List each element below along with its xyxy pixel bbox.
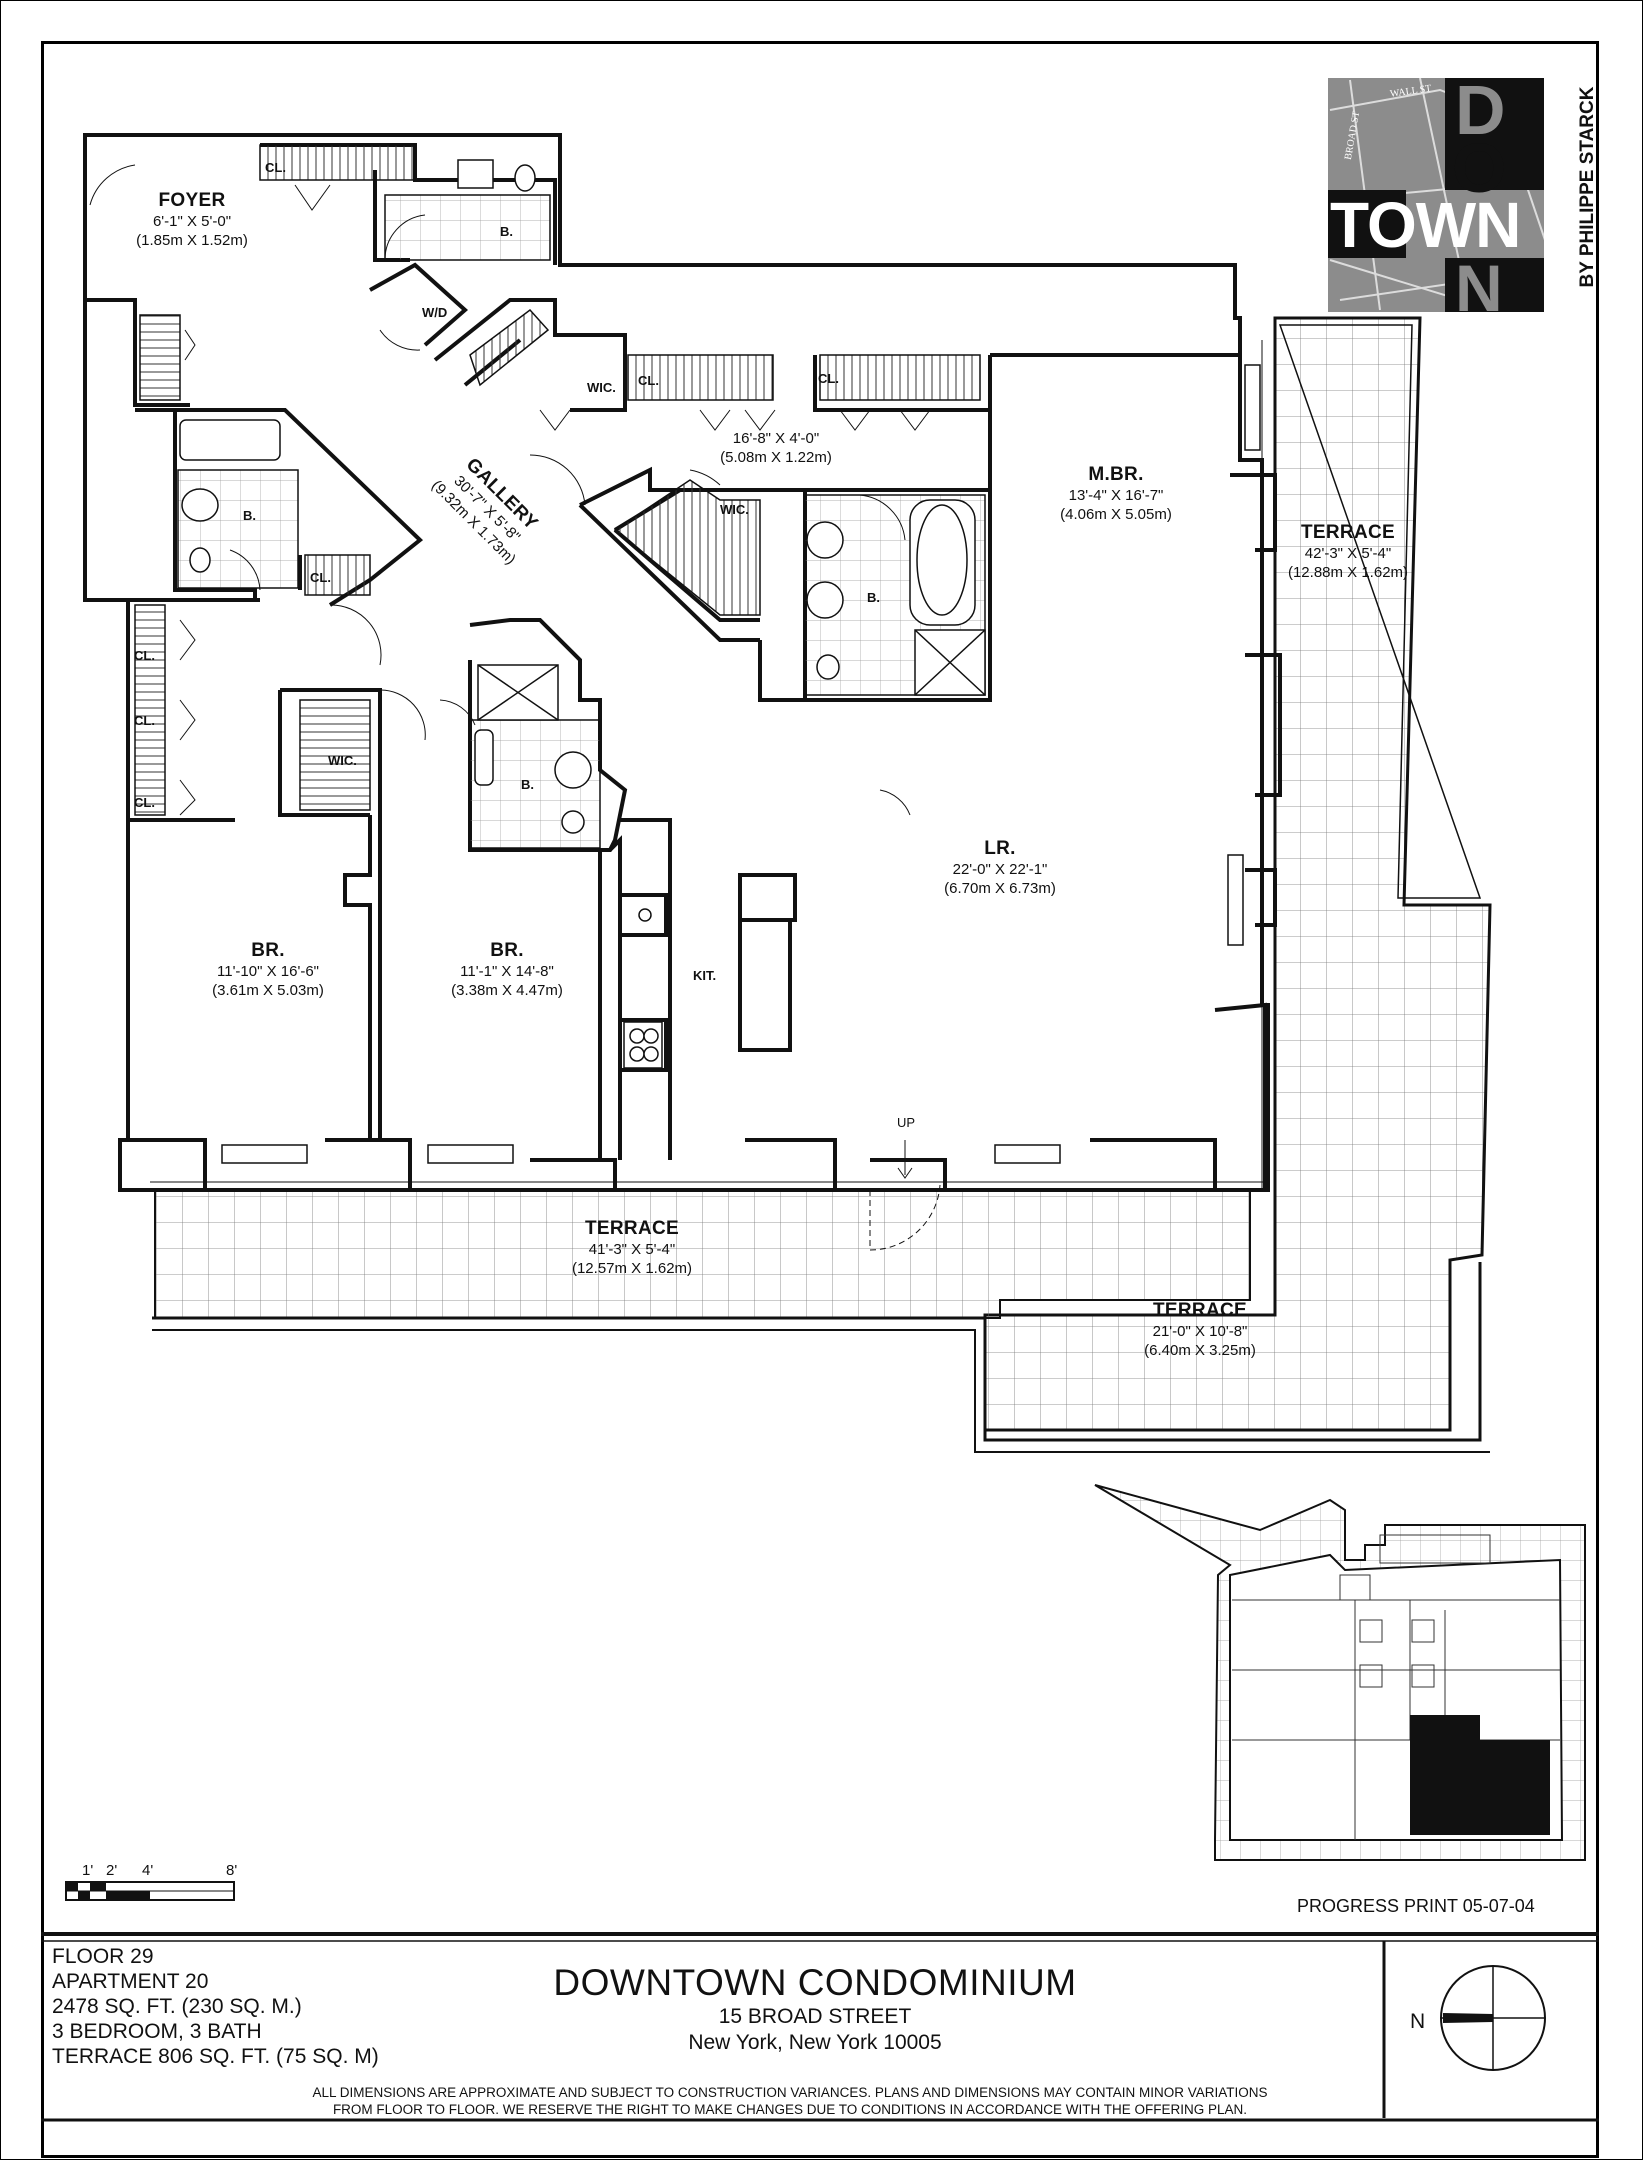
logo-graphic	[1328, 77, 1546, 313]
terrace-east	[983, 316, 1492, 1432]
room-dim-imperial: 16'-8" X 4'-0"	[732, 430, 820, 447]
logo-letter-n: N	[1455, 251, 1503, 325]
label-closet-top: CL.	[265, 160, 286, 175]
scale-tick-2: 2'	[106, 1862, 118, 1879]
room-dim-imperial: 13'-4" X 16'-7"	[1068, 487, 1164, 504]
label-closet-left-small: CL.	[310, 570, 331, 585]
logo-letter-o: O	[1452, 129, 1507, 207]
label-closet-mid-1: CL.	[638, 373, 659, 388]
apartment-outline	[83, 133, 1270, 1192]
room-terrace-east: TERRACE 42'-3" X 5'-4" (12.88m X 1.62m)	[1288, 522, 1408, 582]
room-dim-metric: (12.88m X 1.62m)	[1287, 564, 1409, 581]
unit-area: 2478 SQ. FT. (230 SQ. M.)	[52, 1995, 302, 2018]
room-terrace-southeast: TERRACE 21'-0" X 10'-8" (6.40m X 3.25m)	[1144, 1300, 1256, 1360]
label-bath-bedroom: B.	[521, 777, 534, 792]
room-name: BR.	[490, 940, 524, 961]
label-wic-top: WIC.	[587, 380, 616, 395]
room-foyer: FOYER 6'-1" X 5'-0" (1.85m X 1.52m)	[136, 190, 248, 250]
scale-tick-8: 8'	[226, 1862, 238, 1879]
label-closet-left-3: CL.	[134, 795, 155, 810]
compass	[1440, 1965, 1546, 2071]
room-dim-imperial: 42'-3" X 5'-4"	[1304, 545, 1392, 562]
label-kitchen: KIT.	[693, 968, 717, 983]
label-closet-left-1: CL.	[134, 648, 155, 663]
label-washer-dryer: W/D	[422, 305, 448, 320]
room-dim-imperial: 41'-3" X 5'-4"	[588, 1241, 676, 1258]
room-name: BR.	[251, 940, 285, 961]
fixtures	[179, 159, 986, 1069]
disclaimer-line-1: ALL DIMENSIONS ARE APPROXIMATE AND SUBJE…	[312, 2085, 1268, 2100]
room-dim-metric: (3.38m X 4.47m)	[451, 982, 563, 999]
unit-info: FLOOR 29 APARTMENT 20 2478 SQ. FT. (230 …	[52, 1944, 379, 2069]
room-dim-metric: (3.61m X 5.03m)	[212, 982, 324, 999]
label-up: UP	[897, 1115, 916, 1130]
room-name: TERRACE	[1301, 522, 1395, 543]
room-dim-metric: (6.40m X 3.25m)	[1144, 1342, 1256, 1359]
scale-tick-1: 1'	[82, 1862, 94, 1879]
room-closet-hall: 16'-8" X 4'-0" (5.08m X 1.22m)	[720, 429, 832, 467]
room-dim-metric: (12.57m X 1.62m)	[571, 1260, 693, 1277]
progress-print: PROGRESS PRINT 05-07-04	[1297, 1896, 1535, 1916]
unit-apartment: APARTMENT 20	[52, 1970, 209, 1993]
room-dim-metric: (6.70m X 6.73m)	[944, 880, 1056, 897]
room-name: TERRACE	[1153, 1300, 1247, 1321]
room-dim-imperial: 22'-0" X 22'-1"	[952, 861, 1048, 878]
drawing-frame	[41, 41, 1599, 2158]
compass-north-label: N	[1410, 2010, 1426, 2033]
room-name: M.BR.	[1088, 464, 1144, 485]
label-bath-left: B.	[243, 508, 256, 523]
room-dim-imperial: 11'-10" X 16'-6"	[217, 963, 319, 980]
title-block-lines	[41, 1932, 1599, 2122]
unit-floor: FLOOR 29	[52, 1945, 154, 1968]
scale-bar	[65, 1881, 235, 1901]
scale-tick-4: 4'	[142, 1862, 154, 1879]
room-terrace-south: TERRACE 41'-3" X 5'-4" (12.57m X 1.62m)	[572, 1218, 692, 1278]
building-city: New York, New York 10005	[688, 2031, 942, 2054]
unit-bedrooms: 3 BEDROOM, 3 BATH	[52, 2020, 262, 2043]
label-closet-left-2: CL.	[134, 713, 155, 728]
room-name: LR.	[984, 838, 1016, 859]
building-title: DOWNTOWN CONDOMINIUM 15 BROAD STREET New…	[520, 1962, 1110, 2056]
label-closet-mid-2: CL.	[818, 371, 839, 386]
room-master-bedroom: M.BR. 13'-4" X 16'-7" (4.06m X 5.05m)	[1060, 464, 1172, 524]
logo-letter-d: D	[1455, 71, 1506, 149]
unit-terrace: TERRACE 806 SQ. FT. (75 SQ. M)	[52, 2045, 379, 2068]
logo-byline: BY PHILIPPE STARCK	[1577, 86, 1598, 288]
building-street: 15 BROAD STREET	[718, 2005, 912, 2028]
room-dim-imperial: 11'-1" X 14'-8"	[460, 963, 554, 980]
room-bedroom-2: BR. 11'-1" X 14'-8" (3.38m X 4.47m)	[451, 940, 563, 1000]
room-bedroom-1: BR. 11'-10" X 16'-6" (3.61m X 5.03m)	[212, 940, 324, 1000]
logo-word-town: TOWN	[1330, 189, 1521, 261]
room-dim-imperial: 6'-1" X 5'-0"	[152, 213, 232, 230]
label-wic-master: WIC.	[720, 502, 749, 517]
label-bath-top: B.	[500, 224, 513, 239]
room-dim-metric: (1.85m X 1.52m)	[136, 232, 248, 249]
terrace-south	[152, 1189, 1490, 1453]
windows	[150, 340, 1265, 1192]
room-dim-imperial: 21'-0" X 10'-8"	[1152, 1323, 1248, 1340]
room-living-room: LR. 22'-0" X 22'-1" (6.70m X 6.73m)	[944, 838, 1056, 898]
room-dim-metric: (4.06m X 5.05m)	[1060, 506, 1172, 523]
disclaimer: ALL DIMENSIONS ARE APPROXIMATE AND SUBJE…	[200, 2084, 1380, 2118]
room-dim-metric: (5.08m X 1.22m)	[720, 449, 832, 466]
door-swings	[89, 164, 941, 1251]
room-name: TERRACE	[585, 1218, 679, 1239]
room-name: FOYER	[158, 190, 226, 211]
building-name: DOWNTOWN CONDOMINIUM	[553, 1962, 1077, 2003]
closet-hatching	[134, 144, 981, 816]
label-bath-master: B.	[867, 590, 880, 605]
label-wic-bedroom: WIC.	[328, 753, 357, 768]
key-plan	[1094, 1484, 1586, 1861]
disclaimer-line-2: FROM FLOOR TO FLOOR. WE RESERVE THE RIGH…	[332, 2102, 1248, 2117]
